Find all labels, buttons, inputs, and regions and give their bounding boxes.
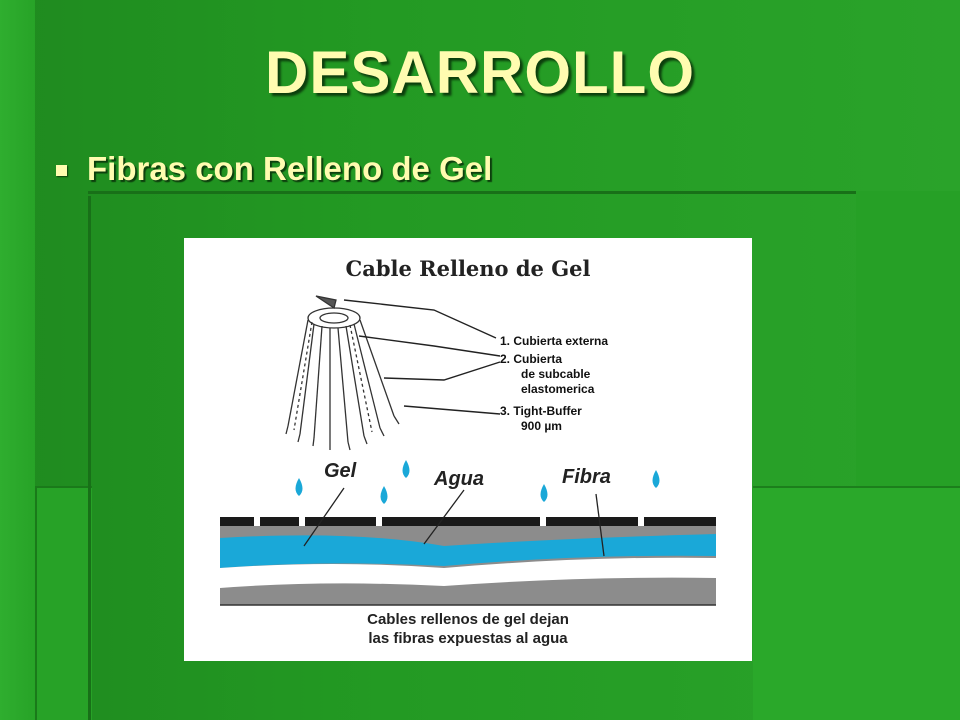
fiber-bundle-illustration — [285, 295, 400, 451]
label-fibra: Fibra — [562, 466, 611, 488]
label-gel: Gel — [324, 460, 357, 482]
callout-3-line-2: 900 µm — [521, 419, 562, 433]
decorative-panel-bottom-right — [753, 486, 960, 720]
decorative-line-horizontal — [88, 191, 856, 194]
bullet-text: Fibras con Relleno de Gel — [87, 150, 493, 187]
water-drops — [295, 460, 660, 504]
cable-diagram-drawing — [220, 295, 716, 606]
slide-title: DESARROLLO — [265, 39, 695, 106]
caption-line-1: Cables rellenos de gel dejan — [367, 611, 569, 628]
cable-cross-section — [220, 517, 716, 606]
decorative-panel-bottom-left — [35, 486, 92, 720]
callout-leaders — [343, 299, 501, 415]
figure-caption: Cables rellenos de gel dejan las fibras … — [184, 610, 752, 648]
callout-1: 1. Cubierta externa — [500, 334, 609, 348]
label-agua: Agua — [434, 468, 484, 490]
cable-diagram-figure: Cable Relleno de Gel — [184, 238, 752, 661]
decorative-line-vertical — [88, 196, 91, 720]
square-bullet-icon — [56, 164, 67, 176]
decorative-panel-left — [0, 0, 35, 720]
callout-2: 2. Cubierta — [500, 352, 563, 366]
callout-3: 3. Tight-Buffer — [500, 404, 582, 418]
callout-2-line-3: elastomerica — [521, 382, 595, 396]
label-pointers — [303, 487, 605, 557]
caption-line-2: las fibras expuestas al agua — [368, 630, 568, 647]
figure-title: Cable Relleno de Gel — [345, 256, 591, 281]
bullet-item: Fibras con Relleno de Gel — [56, 150, 492, 188]
callout-2-line-2: de subcable — [521, 367, 591, 381]
